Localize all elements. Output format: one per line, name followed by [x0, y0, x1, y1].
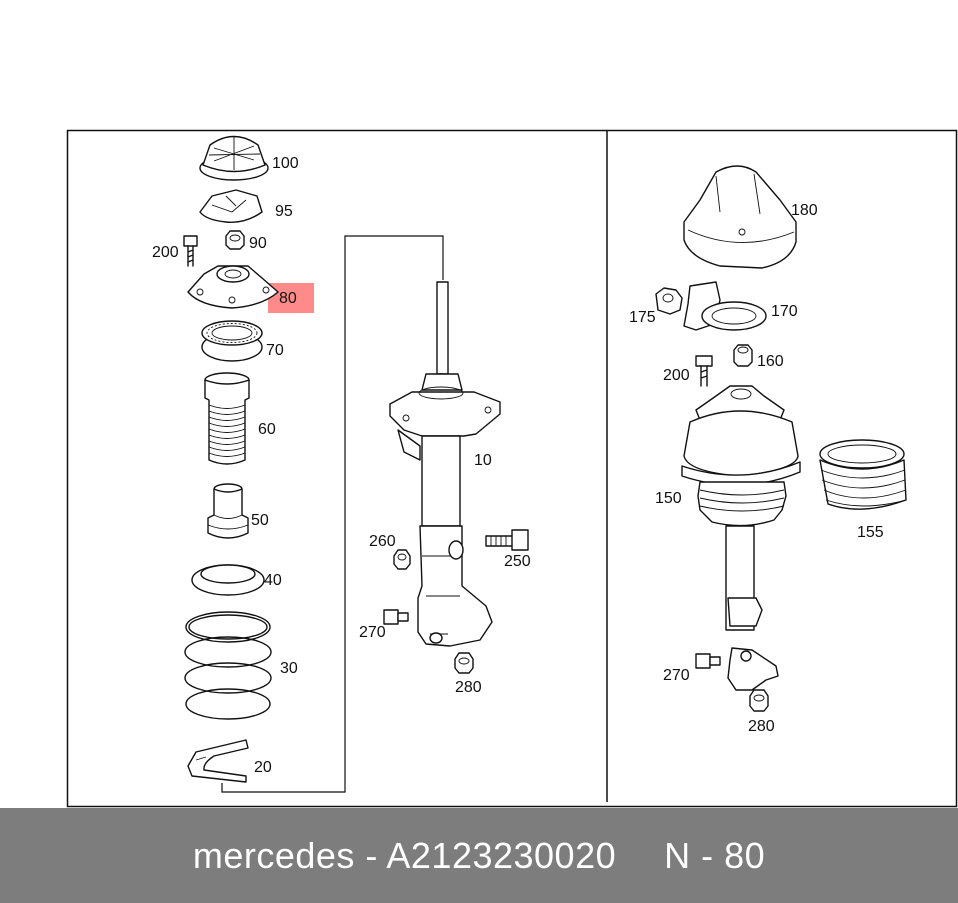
label-80: 80 [279, 290, 297, 307]
label-60: 60 [258, 421, 276, 438]
label-40: 40 [264, 572, 282, 589]
label-260: 260 [369, 533, 396, 550]
label-200b: 200 [663, 367, 690, 384]
part-180-cap [683, 165, 797, 269]
label-100: 100 [272, 155, 299, 172]
part-90-nut [225, 230, 245, 250]
part-250-bolt [485, 529, 529, 551]
label-180: 180 [791, 202, 818, 219]
label-280a: 280 [455, 679, 482, 696]
assembly-bracket [221, 235, 444, 793]
label-175: 175 [629, 309, 656, 326]
part-80-mount [187, 265, 279, 309]
label-50: 50 [251, 512, 269, 529]
label-250: 250 [504, 553, 531, 570]
part-30-spring [184, 611, 272, 720]
part-200-bolt [183, 235, 198, 267]
label-270a: 270 [359, 624, 386, 641]
part-260-nut [393, 549, 411, 570]
label-200a: 200 [152, 244, 179, 261]
footer-part-number: mercedes - A2123230020 [192, 834, 617, 876]
part-160-nut [733, 344, 753, 367]
part-170-bracket [683, 281, 767, 331]
part-155-bellows [819, 439, 907, 510]
part-270a-bolt [383, 609, 409, 625]
label-170: 170 [771, 303, 798, 320]
footer-bar: mercedes - A2123230020 N - 80 [0, 808, 958, 903]
part-95-cover [199, 189, 263, 223]
label-155: 155 [857, 524, 884, 541]
part-10-strut [389, 281, 501, 647]
part-280b-nut [749, 689, 769, 712]
part-280a-nut [454, 652, 474, 674]
part-70-bearing [201, 320, 263, 362]
part-20-seat [187, 739, 249, 783]
part-175-nut [655, 287, 683, 315]
label-160: 160 [757, 353, 784, 370]
label-95: 95 [275, 203, 293, 220]
label-70: 70 [266, 342, 284, 359]
label-90: 90 [249, 235, 267, 252]
part-40-springpad [191, 564, 265, 596]
part-270b-bolt [695, 653, 721, 669]
label-20: 20 [254, 759, 272, 776]
part-50-bumpstop [207, 483, 249, 539]
label-30: 30 [280, 660, 298, 677]
label-270b: 270 [663, 667, 690, 684]
label-150: 150 [655, 490, 682, 507]
parts-diagram: 100 95 90 200 80 70 60 50 40 30 20 10 26… [66, 129, 958, 808]
highlight-box [268, 283, 314, 313]
part-100-cap [199, 135, 269, 181]
part-150-airstrut [681, 385, 801, 691]
label-280b: 280 [748, 718, 775, 735]
diagram-frame [66, 129, 958, 808]
part-200b-bolt [695, 355, 713, 387]
footer-position: N - 80 [664, 834, 766, 876]
label-10: 10 [474, 452, 492, 469]
part-60-bellows [204, 372, 250, 465]
